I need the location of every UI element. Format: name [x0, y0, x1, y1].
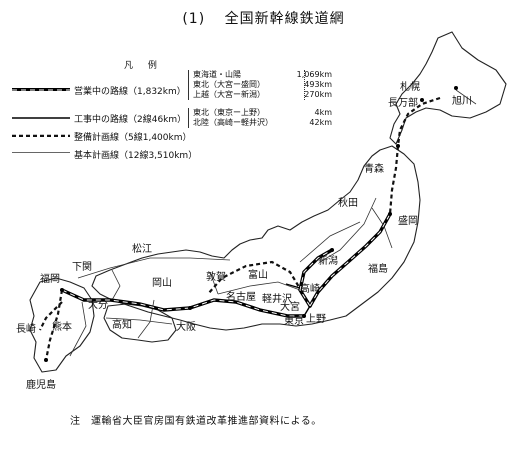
city-ueno: 上野: [306, 314, 326, 325]
basic-line-kyushu-east: [69, 301, 87, 357]
city-oita: 大分: [88, 300, 108, 311]
city-matsue: 松江: [132, 244, 152, 255]
legend-brace-operating: [188, 70, 189, 100]
construction-line-0-km: 4km: [314, 108, 332, 117]
figure-title-text: 全国新幹線鉄道網: [224, 11, 345, 27]
figure-title: (1) 全国新幹線鉄道網: [0, 8, 527, 28]
construction-line-karuizawa: [285, 283, 301, 289]
source-note: 注 運輸省大臣官房国有鉄道改革推進部資料による。: [70, 416, 322, 427]
construction-line-1-km: 42km: [309, 118, 332, 127]
operating-line-0-name: 東海道・山陽: [193, 70, 241, 79]
operating-line-1-km: 493km: [304, 80, 332, 89]
station-dot-aomori: [396, 144, 400, 148]
station-dot-tokyo: [302, 314, 306, 318]
city-omiya: 大宮: [280, 302, 300, 313]
city-tokyo: 東京: [284, 316, 304, 327]
city-oshamambe: 長万部: [388, 98, 418, 109]
basic-line-tohoku-cross: [299, 221, 361, 263]
legend-planned-swatch: [12, 134, 70, 137]
planned-line-hokuriku: [207, 260, 303, 295]
city-tsuruga: 敦賀: [206, 272, 226, 283]
planned-line-hokkaido: [396, 96, 441, 147]
city-okayama: 岡山: [152, 278, 172, 289]
city-kochi: 高知: [112, 320, 132, 331]
city-kagoshima: 鹿児島: [26, 380, 56, 391]
legend-basic-swatch: [12, 152, 70, 153]
station-dot-fukuoka: [60, 288, 64, 292]
city-niigata: 新潟: [318, 256, 338, 267]
operating-line-2-km: 270km: [304, 90, 332, 99]
basic-line-uetsu: [319, 197, 377, 263]
city-fukuoka: 福岡: [40, 274, 60, 285]
city-fukushima: 福島: [368, 264, 388, 275]
planned-line-kyushu: [44, 289, 64, 361]
planned-line-nagasaki: [39, 301, 63, 331]
city-akita: 秋田: [338, 198, 358, 209]
city-osaka: 大阪: [176, 322, 196, 333]
figure-number: (1): [182, 11, 206, 27]
kyushu-outline: [29, 277, 95, 373]
planned-line-tohoku-north: [388, 145, 400, 215]
legend-construction-label: 工事中の路線（2線46km）: [74, 115, 187, 125]
honshu-outline: [91, 145, 421, 331]
station-dot-morioka: [388, 212, 392, 216]
hokkaido-outline: [389, 31, 507, 145]
city-shimonoseki: 下関: [72, 262, 92, 273]
station-dot-osaka: [188, 306, 192, 310]
legend-operating-swatch: [12, 88, 70, 91]
city-toyama: 富山: [248, 270, 268, 281]
station-dot-niigata: [330, 248, 334, 252]
city-morioka: 盛岡: [398, 216, 418, 227]
city-aomori: 青森: [364, 164, 384, 175]
basic-line-sanin: [77, 257, 231, 279]
operating-line-1-name: 東北（大宮ー盛岡）: [193, 80, 265, 89]
basic-line-sanin-2: [111, 269, 121, 301]
legend-construction-swatch: [12, 117, 70, 119]
operating-line-2-name: 上越（大宮ー新潟）: [193, 90, 265, 99]
basic-line-chuo: [217, 281, 301, 295]
city-takasaki: 高崎: [300, 284, 320, 295]
basic-line-hokuriku-chukyo: [209, 271, 219, 295]
operating-line-0-km: 1,069km: [296, 70, 332, 79]
city-kumamoto: 熊本: [52, 322, 72, 333]
city-nagasaki: 長崎: [16, 324, 36, 335]
legend-brace-construction: [188, 108, 189, 128]
legend-brace-km: [304, 70, 305, 100]
legend-heading: 凡 例: [124, 61, 163, 71]
basic-line-hokkaido-east: [455, 89, 477, 105]
city-sapporo: 札幌: [400, 82, 420, 93]
station-dot-asahikawa: [454, 86, 458, 90]
city-nagoya: 名古屋: [226, 292, 256, 303]
station-dot-kagoshima: [44, 358, 48, 362]
construction-line-0-name: 東北（東京ー上野）: [193, 108, 265, 117]
construction-line-1-name: 北陸（高崎ー軽井沢）: [193, 118, 273, 127]
city-karuizawa: 軽井沢: [262, 294, 292, 305]
station-dot-sapporo: [420, 98, 424, 102]
legend-basic-label: 基本計画線（12線3,510km）: [74, 151, 198, 161]
city-asahikawa: 旭川: [452, 96, 472, 107]
legend-planned-label: 整備計画線（5線1,400km）: [74, 133, 192, 143]
basic-line-shikoku: [105, 317, 173, 325]
legend-operating-label: 営業中の路線（1,832km）: [74, 87, 186, 97]
